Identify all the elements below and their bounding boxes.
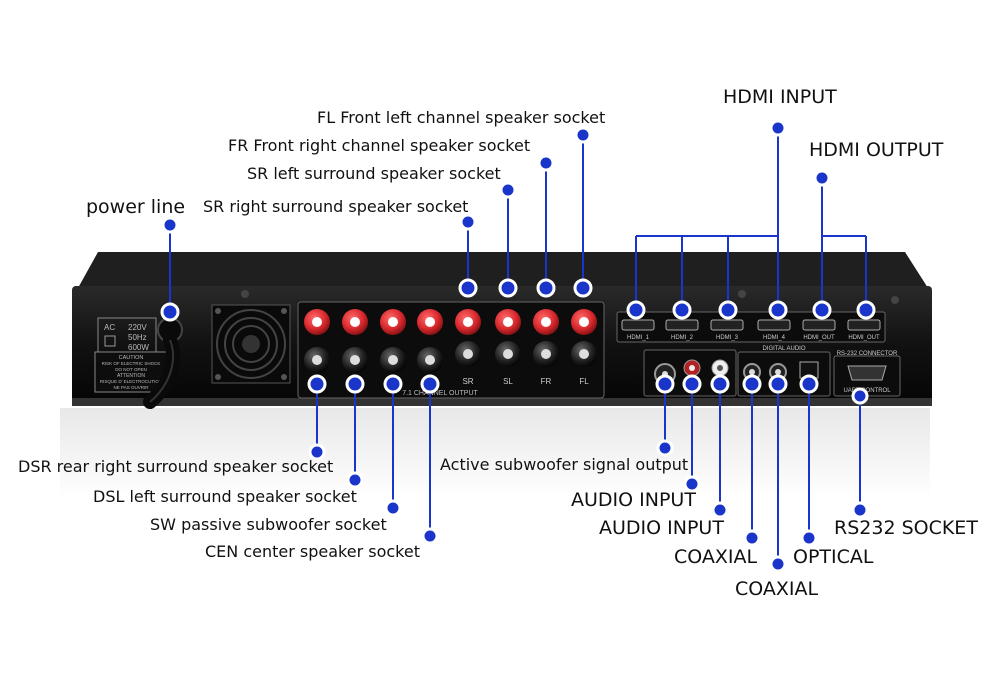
svg-text:CAUTION: CAUTION: [119, 355, 144, 361]
svg-text:HDMI_3: HDMI_3: [716, 335, 739, 341]
svg-text:ATTENTION: ATTENTION: [117, 373, 145, 379]
label-fr-socket: FR Front right channel speaker socket: [228, 136, 531, 155]
speaker-terminals: [304, 309, 597, 373]
svg-text:SL: SL: [503, 377, 513, 386]
label-rs232-socket: RS232 SOCKET: [834, 517, 978, 539]
caution-plate: CAUTION RISK OF ELECTRIC SHOCK DO NOT OP…: [94, 351, 168, 393]
svg-text:RISQUE D' ELECTROCUTION: RISQUE D' ELECTROCUTION: [100, 379, 162, 384]
speaker-channel-labels: SR SL FR FL: [462, 377, 589, 386]
label-dsr-socket: DSR rear right surround speaker socket: [18, 457, 334, 476]
label-fl-socket: FL Front left channel speaker socket: [317, 108, 606, 127]
leader-lines: [169, 128, 867, 564]
power-voltage-text: 220V: [128, 323, 147, 332]
power-ac-text: AC: [104, 323, 115, 332]
svg-text:DO NOT OPEN: DO NOT OPEN: [115, 367, 146, 372]
label-audio-input-1: AUDIO INPUT: [571, 489, 696, 511]
label-sr-right-socket: SR right surround speaker socket: [203, 197, 469, 216]
label-active-subwoofer: Active subwoofer signal output: [440, 455, 689, 474]
cooling-fan-icon: [211, 304, 291, 384]
marker-dots: [160, 119, 876, 573]
svg-text:FR: FR: [541, 377, 552, 386]
label-dsl-socket: DSL left surround speaker socket: [93, 487, 357, 506]
label-sr-left-socket: SR left surround speaker socket: [247, 164, 501, 183]
rs232-panel: RS-232 CONNECTOR UART CONTROL: [833, 351, 901, 397]
label-coaxial-2: COAXIAL: [735, 578, 819, 600]
hdmi-port-labels: HDMI_1 HDMI_2 HDMI_3 HDMI_4 HDMI_OUT HDM…: [627, 335, 880, 341]
hdmi-panel: [616, 311, 886, 343]
power-frequency-text: 50Hz: [128, 333, 147, 342]
label-sw-socket: SW passive subwoofer socket: [150, 515, 387, 534]
svg-text:DIGITAL AUDIO: DIGITAL AUDIO: [762, 346, 805, 352]
label-hdmi-output: HDMI OUTPUT: [809, 139, 944, 161]
svg-text:HDMI_2: HDMI_2: [671, 335, 694, 341]
power-watt-text: 600W: [128, 343, 149, 352]
label-audio-input-2: AUDIO INPUT: [599, 517, 724, 539]
label-power-line: power line: [86, 196, 186, 218]
svg-text:HDMI_4: HDMI_4: [763, 335, 786, 341]
svg-text:NE PAS OUVRIR: NE PAS OUVRIR: [114, 385, 150, 390]
label-hdmi-input: HDMI INPUT: [723, 86, 837, 108]
svg-text:HDMI_OUT: HDMI_OUT: [803, 335, 835, 341]
svg-text:FL: FL: [579, 377, 589, 386]
svg-text:UART CONTROL: UART CONTROL: [843, 388, 891, 394]
svg-text:RISK OF ELECTRIC SHOCK: RISK OF ELECTRIC SHOCK: [102, 361, 161, 366]
label-coaxial-1: COAXIAL: [674, 546, 758, 568]
svg-text:HDMI_OUT: HDMI_OUT: [848, 335, 880, 341]
svg-text:RS-232 CONNECTOR: RS-232 CONNECTOR: [837, 351, 898, 357]
screw-icon: [241, 290, 899, 304]
label-optical: OPTICAL: [793, 546, 874, 568]
svg-text:HDMI_1: HDMI_1: [627, 335, 650, 341]
speaker-terminal-panel: 7.1 CHANNEL OUTPUT: [297, 301, 605, 399]
label-cen-socket: CEN center speaker socket: [205, 542, 420, 561]
svg-text:SR: SR: [462, 377, 473, 386]
device-reflection: [60, 408, 930, 498]
speaker-panel-title: 7.1 CHANNEL OUTPUT: [402, 390, 478, 397]
